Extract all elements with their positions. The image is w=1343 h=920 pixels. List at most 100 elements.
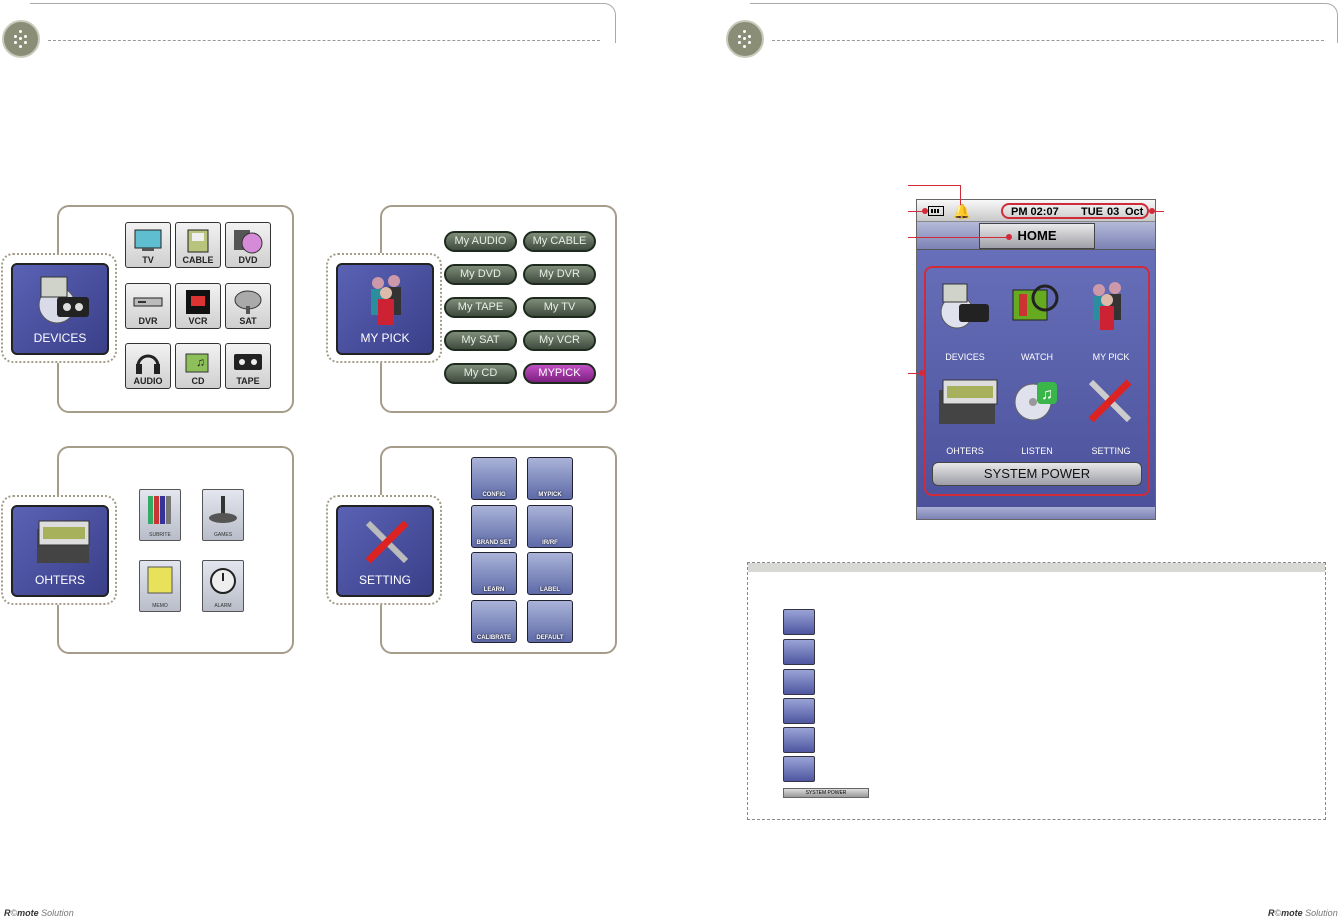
devices-icon xyxy=(940,283,989,329)
mypick-button-vcr[interactable]: My VCR xyxy=(523,330,596,351)
joystick-icon xyxy=(209,496,237,523)
others-icon-label: SUBRITE xyxy=(149,532,171,538)
setting-button-calibrate[interactable]: CALIBRATE xyxy=(471,600,517,643)
mypick-tile[interactable]: MY PICK xyxy=(336,263,434,355)
device-button-dvr[interactable]: DVR xyxy=(125,283,171,329)
callout-battery xyxy=(908,211,926,212)
setting-button-learn[interactable]: LEARN xyxy=(471,552,517,595)
right-dots-badge-icon xyxy=(726,20,764,58)
mypick-button-tv[interactable]: My TV xyxy=(523,297,596,318)
left-header-rule xyxy=(48,40,600,41)
device-button-label: DVD xyxy=(238,255,258,265)
legend-setting-icon xyxy=(783,756,815,782)
menu-label: DEVICES xyxy=(945,352,985,362)
setting-button-ir-rf[interactable]: IR/RF xyxy=(527,505,573,548)
dvr-icon xyxy=(133,297,163,307)
setting-button-default[interactable]: DEFAULT xyxy=(527,600,573,643)
setting-button-config[interactable]: CONFIG xyxy=(471,457,517,500)
mypick-button-audio[interactable]: My AUDIO xyxy=(444,231,517,252)
brand-circle-c-icon: © xyxy=(1274,908,1282,918)
mypick-button-mypick[interactable]: MYPICK xyxy=(523,363,596,384)
legend-system-power-button: SYSTEM POWER xyxy=(783,788,869,798)
setting-button-brand-set[interactable]: BRAND SET xyxy=(471,505,517,548)
menu-mypick[interactable]: MY PICK xyxy=(1075,280,1147,362)
device-button-label: AUDIO xyxy=(133,376,163,386)
cd-music-icon: ♫ xyxy=(1014,382,1057,421)
menu-others[interactable]: OHTERS xyxy=(929,374,1001,456)
device-button-vcr[interactable]: VCR xyxy=(175,283,221,329)
memo-icon[interactable]: MEMO xyxy=(139,560,181,612)
film-folder-icon xyxy=(37,520,90,563)
brand-subword: Solution xyxy=(41,908,74,918)
setting-tile[interactable]: SETTING xyxy=(336,505,434,597)
device-button-audio[interactable]: AUDIO xyxy=(125,343,171,389)
alarm-bell-icon: 🔔 xyxy=(953,203,971,219)
brand-mark: R xyxy=(1268,908,1275,918)
svg-text:♫: ♫ xyxy=(196,355,205,369)
sticky-note-icon xyxy=(147,566,173,594)
right-header-frame xyxy=(750,3,1338,43)
home-menu xyxy=(924,266,1150,496)
others-icon-label: ALARM xyxy=(214,603,232,609)
tools-icon xyxy=(1088,379,1132,423)
setting-button-label: MYPICK xyxy=(538,492,562,498)
mypick-button-dvd[interactable]: My DVD xyxy=(444,264,517,285)
mypick-button-cd[interactable]: My CD xyxy=(444,363,517,384)
cable-box-icon xyxy=(187,229,209,253)
legend-header-bar xyxy=(748,563,1325,572)
remote-home-screen: 🔔 PM 02:07 TUE 03 Oct HOME DEVICES WATCH… xyxy=(916,199,1156,520)
menu-devices[interactable]: DEVICES xyxy=(929,280,1001,362)
device-button-tape[interactable]: TAPE xyxy=(225,343,271,389)
menu-label: OHTERS xyxy=(946,446,984,456)
home-bar: HOME xyxy=(917,222,1155,250)
devices-feature-label: DEVICES xyxy=(33,331,87,345)
mypick-button-sat[interactable]: My SAT xyxy=(444,330,517,351)
device-button-label: TV xyxy=(142,255,154,265)
alarm-clock-icon xyxy=(210,568,236,594)
home-tab[interactable]: HOME xyxy=(979,223,1095,249)
others-icon-label: GAMES xyxy=(213,532,233,538)
device-button-dvd[interactable]: DVD xyxy=(225,222,271,268)
others-tile[interactable]: OHTERS xyxy=(11,505,109,597)
menu-label: WATCH xyxy=(1021,352,1053,362)
device-button-sat[interactable]: SAT xyxy=(225,283,271,329)
setting-button-mypick[interactable]: MYPICK xyxy=(527,457,573,500)
device-button-cable[interactable]: CABLE xyxy=(175,222,221,268)
device-button-label: VCR xyxy=(188,316,208,326)
device-button-cd[interactable]: ♫ CD xyxy=(175,343,221,389)
setting-button-label: LABEL xyxy=(540,587,560,593)
left-dots-badge-icon xyxy=(2,20,40,58)
callout-home-dot xyxy=(1006,234,1012,240)
mypick-button-cable[interactable]: My CABLE xyxy=(523,231,596,252)
footer-brand-left: R©mote Solution xyxy=(4,908,74,918)
screen-footer xyxy=(917,507,1155,519)
status-bar: 🔔 PM 02:07 TUE 03 Oct xyxy=(917,200,1155,222)
games-icon[interactable]: GAMES xyxy=(202,489,244,541)
mypick-button-dvr[interactable]: My DVR xyxy=(523,264,596,285)
brand-word: mote xyxy=(1281,908,1303,918)
device-button-label: TAPE xyxy=(236,376,260,386)
mypick-button-tape[interactable]: My TAPE xyxy=(444,297,517,318)
clock-time: PM 02:07 xyxy=(1011,206,1059,218)
menu-label: MY PICK xyxy=(1092,352,1130,362)
device-button-tv[interactable]: TV xyxy=(125,222,171,268)
color-bars-icon xyxy=(148,496,171,524)
menu-setting[interactable]: SETTING xyxy=(1075,374,1147,456)
film-folder-icon xyxy=(939,379,998,424)
system-power-button[interactable]: SYSTEM POWER xyxy=(932,462,1142,486)
menu-listen[interactable]: ♫ LISTEN xyxy=(1001,374,1073,456)
left-header-frame xyxy=(30,3,616,43)
menu-watch[interactable]: WATCH xyxy=(1001,280,1073,362)
devices-tile[interactable]: DEVICES xyxy=(11,263,109,355)
legend-others-icon xyxy=(783,698,815,724)
device-button-label: DVR xyxy=(138,316,158,326)
clock-month: Oct xyxy=(1125,206,1144,218)
legend-devices-icon xyxy=(783,609,815,635)
legend-mypick-icon xyxy=(783,669,815,695)
cd-music-icon: ♫ xyxy=(185,353,209,373)
setting-button-label: DEFAULT xyxy=(536,635,564,641)
setting-button-label-btn[interactable]: LABEL xyxy=(527,552,573,595)
alarm-icon[interactable]: ALARM xyxy=(202,560,244,612)
subrite-icon[interactable]: SUBRITE xyxy=(139,489,181,541)
people-group-icon xyxy=(1093,282,1121,330)
